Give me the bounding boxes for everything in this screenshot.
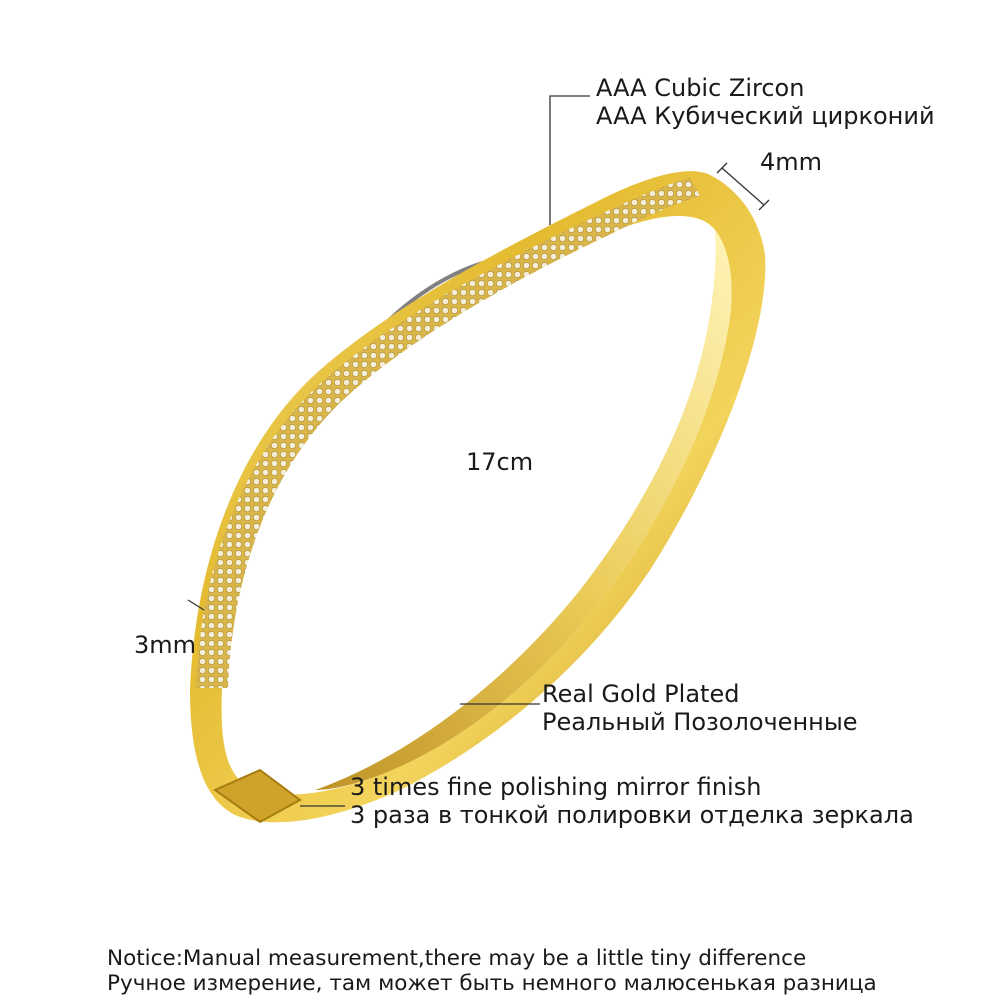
dim-4mm [721, 167, 765, 206]
diameter-label: 17cm [466, 448, 534, 476]
notice: Notice:Manual measurement,there may be a… [107, 946, 877, 996]
polish-label-en: 3 times fine polishing mirror finish [350, 773, 762, 801]
notice-ru: Ручное измерение, там может быть немного… [107, 971, 877, 996]
plating-label-ru: Реальный Позолоченные [542, 708, 858, 736]
zircon-label-en: AAA Cubic Zircon [596, 74, 805, 102]
gold-band-inner-face [315, 230, 732, 790]
zircon-label: AAA Cubic Zircon AAA Кубический цирконий [596, 74, 935, 130]
plating-label-en: Real Gold Plated [542, 680, 740, 708]
leader-zircon [549, 95, 590, 225]
width-side-label: 3mm [134, 631, 197, 659]
polish-label: 3 times fine polishing mirror finish 3 р… [350, 773, 914, 829]
dim-4mm-tick-a [716, 162, 728, 174]
cubic-zircon-pave [196, 178, 700, 688]
zircon-label-ru: AAA Кубический цирконий [596, 102, 935, 130]
notice-en: Notice:Manual measurement,there may be a… [107, 946, 807, 971]
dim-4mm-tick-b [758, 199, 770, 211]
polish-label-ru: 3 раза в тонкой полировки отделка зеркал… [350, 801, 914, 829]
hinge [212, 768, 302, 824]
plating-label: Real Gold Plated Реальный Позолоченные [542, 680, 858, 736]
gold-band-inner-edge [221, 215, 732, 795]
width-top-label: 4mm [760, 148, 823, 176]
leader-lines [187, 95, 770, 807]
dim-3mm [187, 599, 205, 611]
